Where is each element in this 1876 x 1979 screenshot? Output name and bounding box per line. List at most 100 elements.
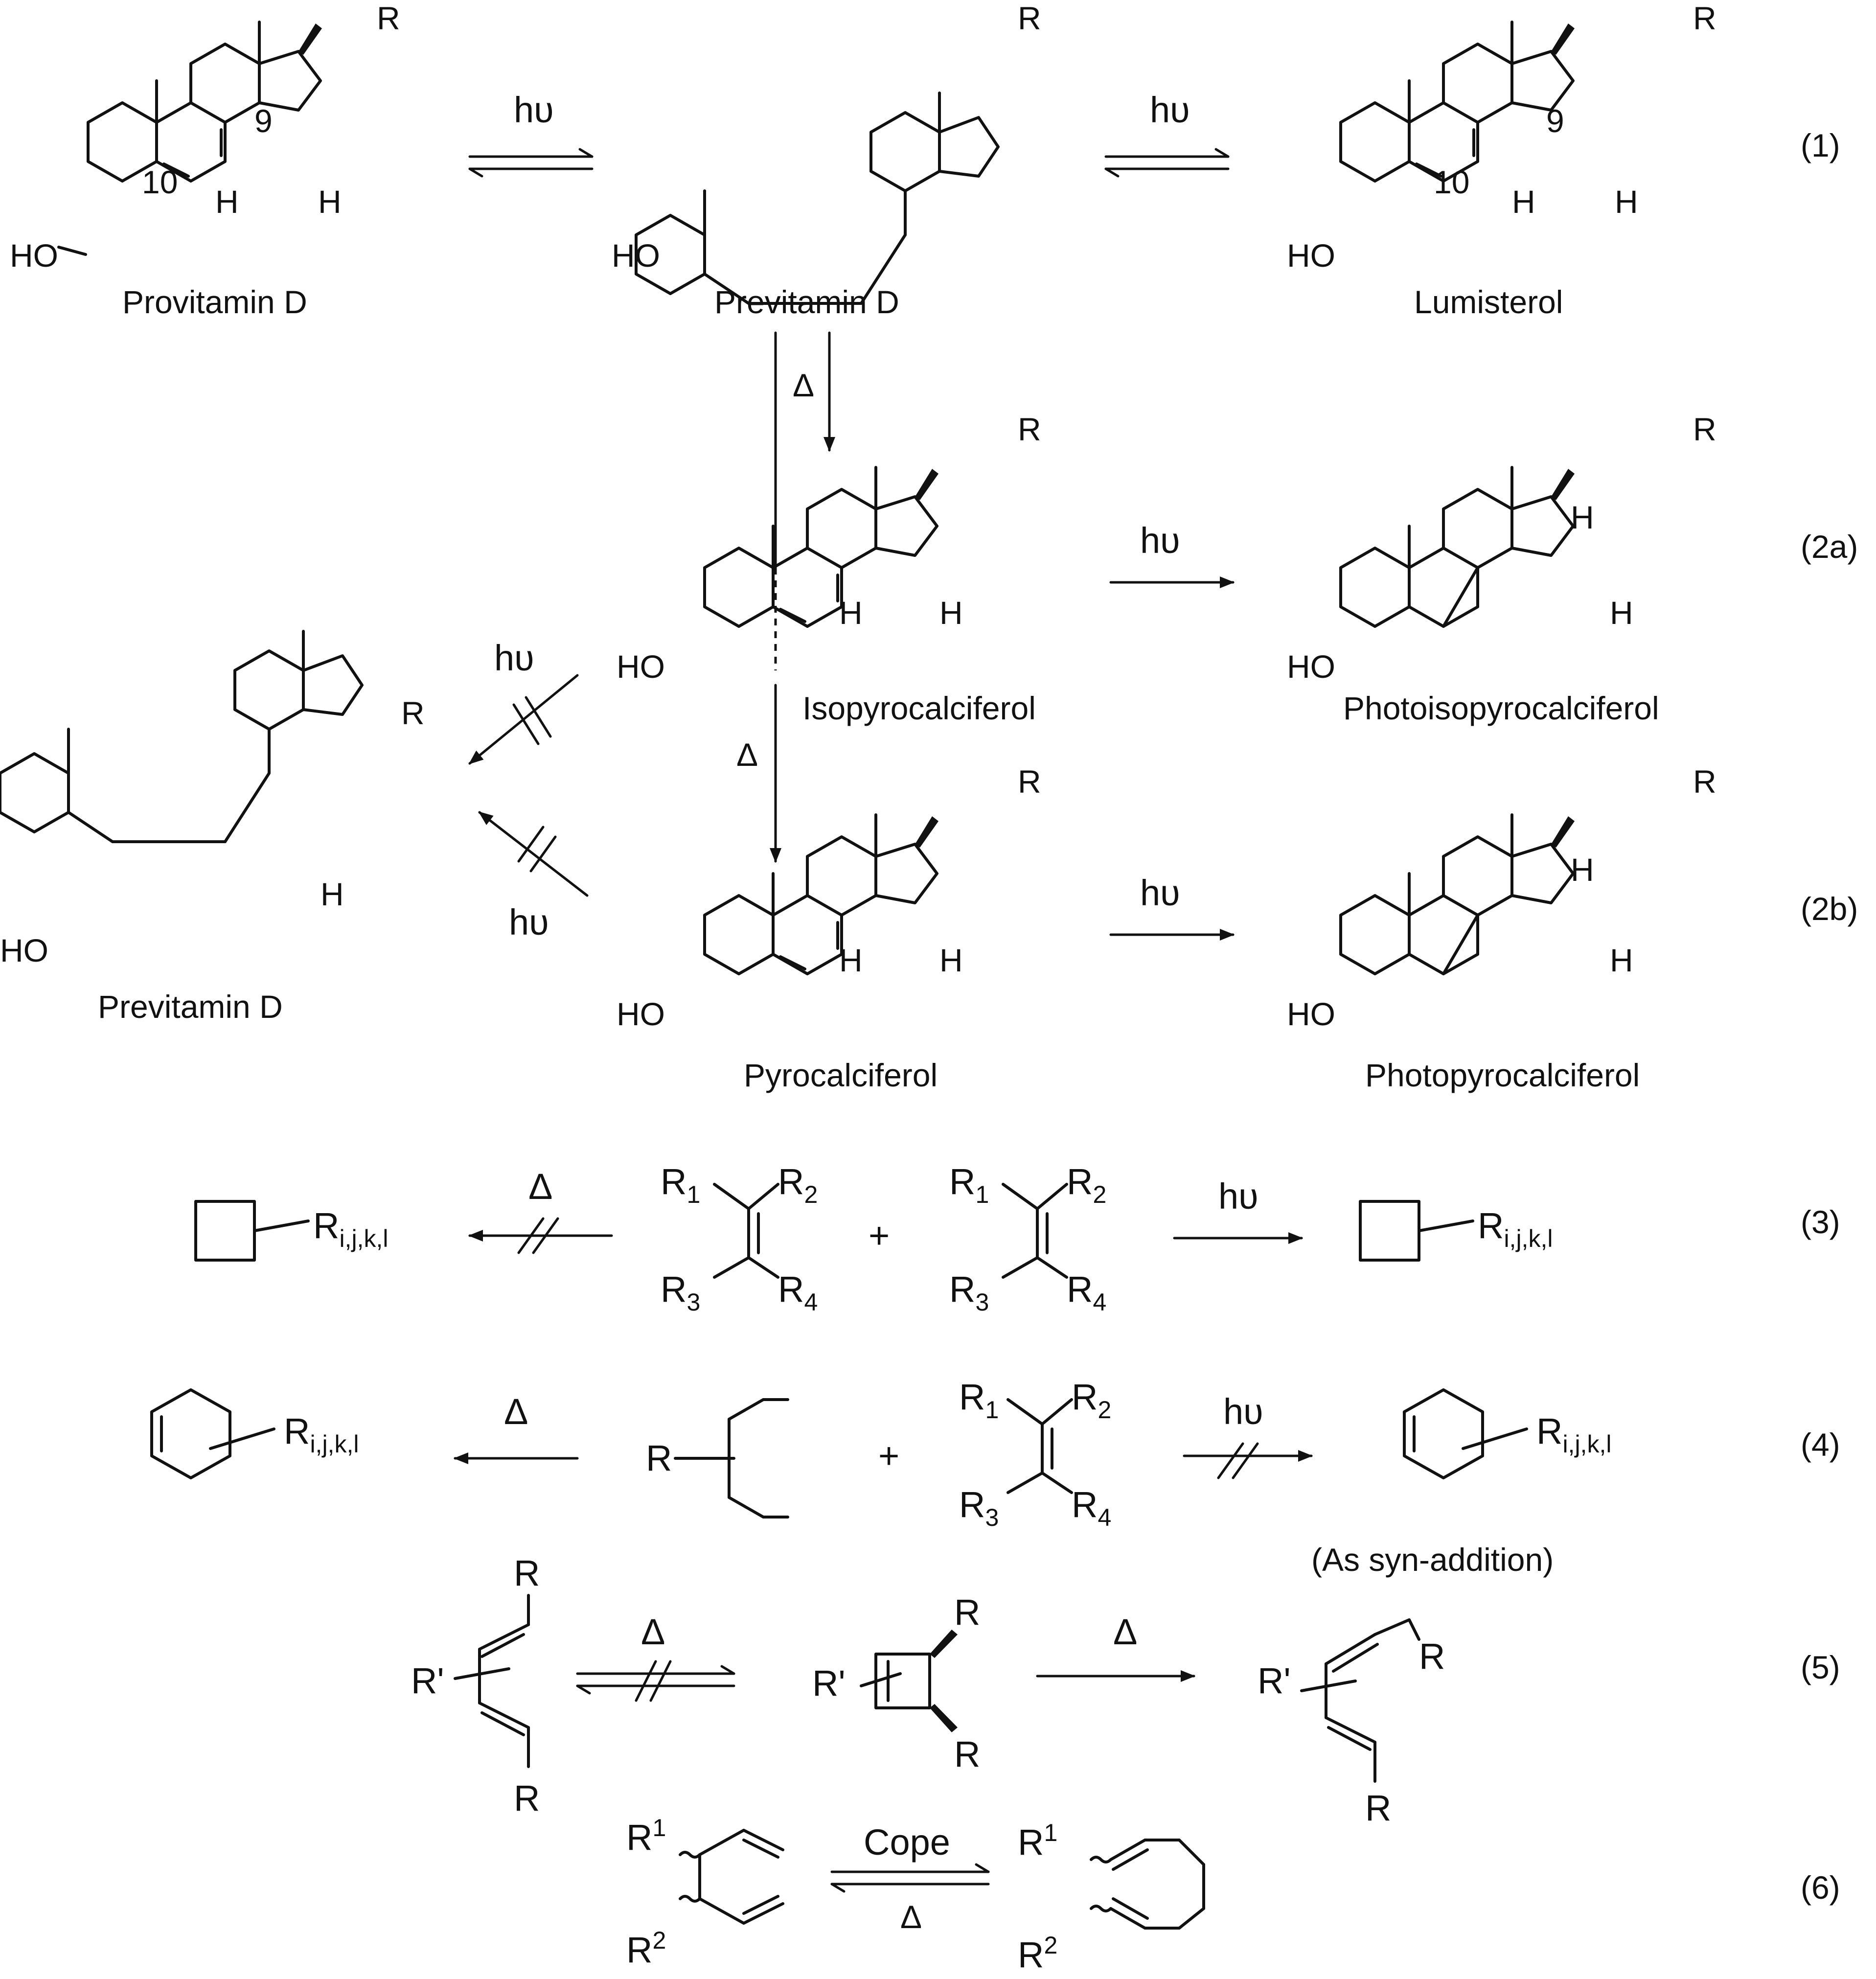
r3-label: R3 bbox=[959, 1484, 999, 1531]
r4-label: R4 bbox=[1067, 1269, 1106, 1316]
h-label: H bbox=[1512, 184, 1535, 220]
r3-label: R3 bbox=[949, 1269, 989, 1316]
heat-label: Δ bbox=[900, 1899, 922, 1935]
r-label: R bbox=[1693, 763, 1716, 800]
r-label: R bbox=[1419, 1636, 1445, 1677]
r1-label: R1 bbox=[1018, 1819, 1057, 1863]
alkene-structure bbox=[713, 1183, 779, 1279]
heat-label: Δ bbox=[736, 736, 758, 773]
r2-label: R2 bbox=[778, 1161, 818, 1208]
cyclohexene-ring bbox=[150, 1388, 275, 1479]
r-label: R bbox=[1018, 763, 1041, 800]
h-label: H bbox=[318, 184, 342, 220]
r-ijkl-label: Ri,j,k,l bbox=[1478, 1205, 1553, 1252]
previtamin-d-structure bbox=[0, 630, 364, 843]
pyrocalciferol-structure bbox=[705, 815, 938, 974]
r-label: R bbox=[514, 1553, 540, 1593]
h-label: H bbox=[320, 876, 344, 912]
blocked-hv-arrow bbox=[468, 674, 579, 765]
cope-equilibrium bbox=[830, 1863, 990, 1893]
diene-product-structure bbox=[1090, 1839, 1205, 1930]
heat-label: Δ bbox=[641, 1611, 665, 1652]
c10-label: 10 bbox=[142, 164, 178, 200]
blocked-heat-equilibrium bbox=[576, 1660, 735, 1702]
equation-number: (5) bbox=[1801, 1649, 1840, 1685]
r1-label: R1 bbox=[949, 1161, 989, 1208]
compound-name-previtamin-d: Previtamin D bbox=[714, 284, 899, 320]
r-label: R bbox=[1693, 411, 1716, 447]
photoisopyrocalciferol-structure bbox=[1341, 467, 1575, 628]
equation-number: (4) bbox=[1801, 1427, 1840, 1463]
h-label: H bbox=[839, 942, 863, 978]
equilibrium-arrow-hv bbox=[468, 148, 594, 178]
r-label: R bbox=[954, 1592, 980, 1633]
cyclobutane-ring bbox=[194, 1200, 256, 1262]
compound-name-previtamin-d: Previtamin D bbox=[98, 989, 283, 1025]
hv-label: hυ bbox=[509, 902, 549, 943]
r-label: R bbox=[954, 1734, 980, 1774]
r4-label: R4 bbox=[1072, 1484, 1111, 1531]
equation-number: (3) bbox=[1801, 1204, 1840, 1240]
hv-label: hυ bbox=[1218, 1176, 1258, 1217]
isopyrocalciferol-structure bbox=[705, 467, 938, 626]
r1-label: R1 bbox=[661, 1161, 700, 1208]
r-label: R bbox=[514, 1778, 540, 1818]
heat-label: Δ bbox=[793, 367, 814, 403]
r3-label: R3 bbox=[661, 1269, 700, 1316]
ho-label: HO bbox=[612, 237, 660, 274]
r-label: R bbox=[1018, 411, 1041, 447]
rprime-label: R' bbox=[411, 1660, 444, 1701]
h-label: H bbox=[939, 942, 963, 978]
ho-label: HO bbox=[1287, 648, 1335, 685]
r-label: R bbox=[377, 0, 400, 36]
lumisterol-structure bbox=[1341, 22, 1575, 181]
heat-label: Δ bbox=[528, 1166, 552, 1207]
equation-number: (6) bbox=[1801, 1869, 1840, 1906]
compound-name-photopyrocalciferol: Photopyrocalciferol bbox=[1365, 1057, 1640, 1093]
r-label: R bbox=[401, 695, 425, 731]
r-label: R bbox=[646, 1438, 672, 1478]
r2-label: R2 bbox=[626, 1927, 666, 1970]
blocked-hv-arrow bbox=[478, 811, 589, 897]
alkene-structure bbox=[1002, 1183, 1068, 1279]
hv-label: hυ bbox=[1140, 520, 1180, 561]
hv-label: hυ bbox=[1223, 1391, 1263, 1432]
h-label: H bbox=[1571, 851, 1594, 888]
r-label: R bbox=[1365, 1788, 1391, 1828]
triene-structure bbox=[454, 1594, 530, 1768]
h-label: H bbox=[1571, 499, 1594, 535]
cyclohexene-ring bbox=[1403, 1388, 1528, 1479]
rprime-label: R' bbox=[1258, 1660, 1291, 1701]
r2-label: R2 bbox=[1018, 1932, 1057, 1975]
c9-label: 9 bbox=[254, 103, 273, 139]
ho-label: HO bbox=[0, 932, 48, 968]
r1-label: R1 bbox=[626, 1814, 666, 1858]
r1-label: R1 bbox=[959, 1377, 999, 1424]
triene-product-structure bbox=[1300, 1618, 1420, 1783]
r2-label: R2 bbox=[1067, 1161, 1106, 1208]
h-label: H bbox=[1610, 942, 1633, 978]
compound-name-photoisopyrocalciferol: Photoisopyrocalciferol bbox=[1343, 690, 1659, 726]
equilibrium-arrow-hv bbox=[1104, 148, 1230, 178]
cyclobutene-structure bbox=[860, 1630, 958, 1732]
c10-label: 10 bbox=[1434, 164, 1469, 200]
alkene-structure bbox=[1007, 1398, 1073, 1494]
r-ijkl-label: Ri,j,k,l bbox=[1536, 1411, 1611, 1458]
hv-label: hυ bbox=[494, 638, 534, 678]
blocked-heat-arrow bbox=[468, 1217, 613, 1254]
r-label: R bbox=[1693, 0, 1716, 36]
photopyrocalciferol-structure bbox=[1341, 815, 1575, 975]
provitamin-d-structure bbox=[88, 22, 322, 181]
ho-label: HO bbox=[10, 237, 58, 274]
ho-label: HO bbox=[1287, 996, 1335, 1032]
compound-name-isopyrocalciferol: Isopyrocalciferol bbox=[802, 690, 1036, 726]
ho-label: HO bbox=[617, 996, 665, 1032]
compound-name-provitamin-d: Provitamin D bbox=[122, 284, 307, 320]
cyclobutane-ring bbox=[1359, 1200, 1420, 1262]
diene-structure bbox=[674, 1398, 789, 1519]
heat-label: Δ bbox=[504, 1391, 528, 1432]
r-label: R bbox=[1018, 0, 1041, 36]
hv-label: hυ bbox=[514, 90, 554, 130]
syn-addition-note: (As syn-addition) bbox=[1311, 1542, 1554, 1578]
